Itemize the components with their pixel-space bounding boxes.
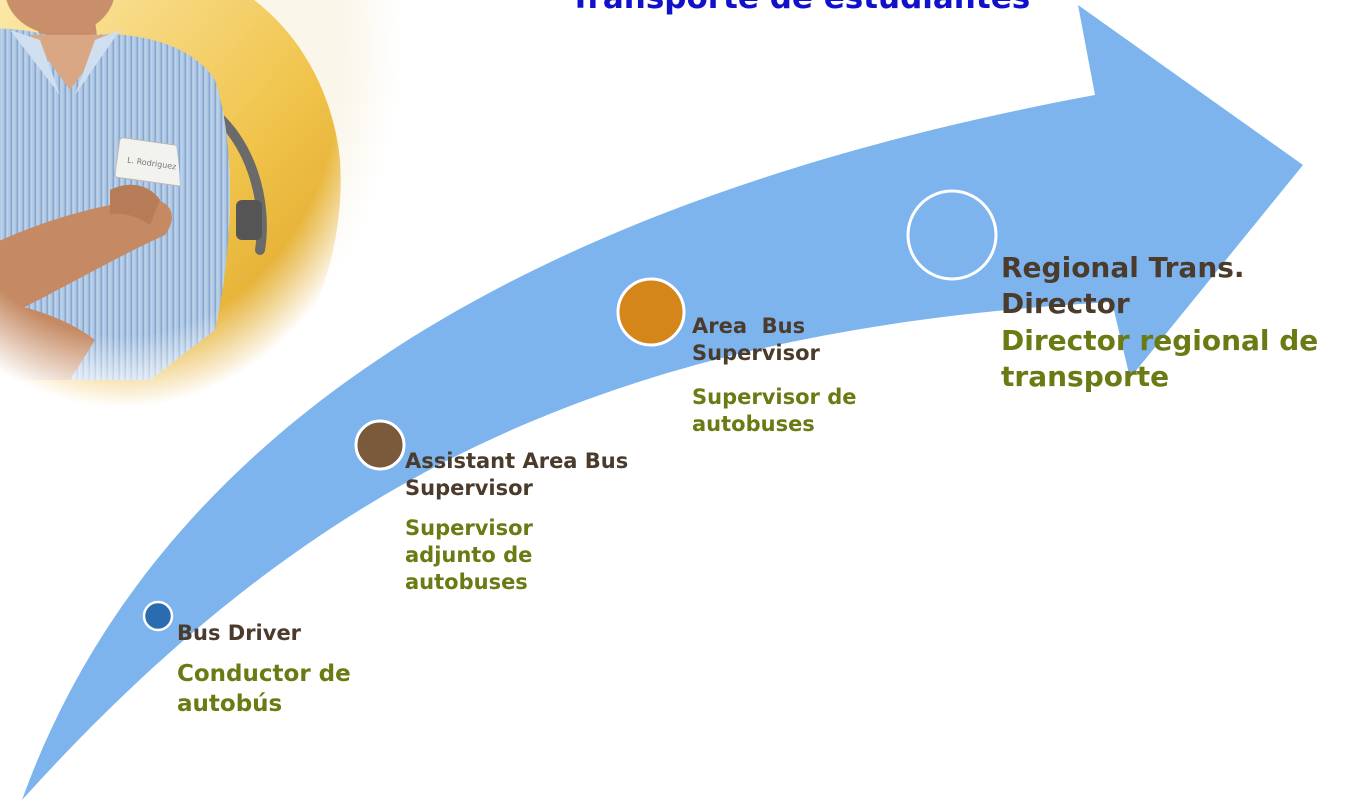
- stage-1-spanish-label: Conductor de autobús: [177, 661, 351, 718]
- stage-2-spanish-label: Supervisor adjunto de autobuses: [405, 515, 533, 595]
- stage-3-dot: [616, 277, 686, 347]
- stage-2-dot: [354, 419, 406, 471]
- stage-1-english-label: Bus Driver: [177, 621, 302, 645]
- stage-regional-transportation-director: Regional Trans. Director Director region…: [1001, 250, 1355, 396]
- stage-3-english-label: Area Bus Supervisor: [692, 314, 820, 366]
- stage-2-english-label: Assistant Area Bus Supervisor: [405, 449, 629, 501]
- stage-4-dot: [906, 189, 998, 281]
- slide-title: Transporte de estudiantes: [420, 0, 1180, 16]
- stage-area-bus-supervisor: Area Bus Supervisor Supervisor de autobu…: [692, 313, 932, 438]
- stage-3-spanish-label: Supervisor de autobuses: [692, 384, 857, 436]
- stage-1-dot: [142, 600, 174, 632]
- stage-4-english-label: Regional Trans. Director: [1001, 251, 1245, 321]
- bus-driver-photo: L. Rodriguez: [0, 0, 400, 420]
- stage-bus-driver: Bus Driver Conductor de autobús: [177, 620, 377, 720]
- stage-4-spanish-label: Director regional de transporte: [1001, 323, 1319, 394]
- stage-assistant-area-bus-supervisor: Assistant Area Bus Supervisor Supervisor…: [405, 448, 665, 596]
